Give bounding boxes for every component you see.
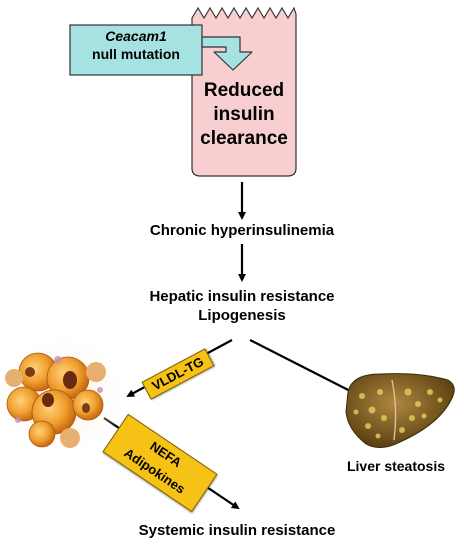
arrow-hepatic-to-liver	[249, 339, 364, 398]
hyperinsulinemia-label: Chronic hyperinsulinemia	[149, 222, 335, 239]
hepatic-resistance-label: Hepatic insulin resistance	[149, 288, 335, 305]
clearance-line-2: insulin	[213, 104, 275, 125]
adipose-tissue-image	[0, 337, 124, 453]
systemic-resistance-label: Systemic insulin resistance	[138, 522, 336, 539]
mutation-box	[69, 24, 203, 76]
lipogenesis-label: Lipogenesis	[198, 307, 286, 324]
mutation-to-clearance-arrow	[201, 36, 253, 71]
clearance-line-1: Reduced	[203, 80, 285, 101]
mutation-gene-name: Ceacam1	[105, 28, 167, 44]
liver-steatosis-label: Liver steatosis	[346, 458, 446, 474]
clearance-box	[191, 6, 297, 177]
liver-image	[345, 373, 455, 448]
mutation-type: null mutation	[92, 46, 180, 62]
clearance-line-3: clearance	[200, 128, 288, 149]
